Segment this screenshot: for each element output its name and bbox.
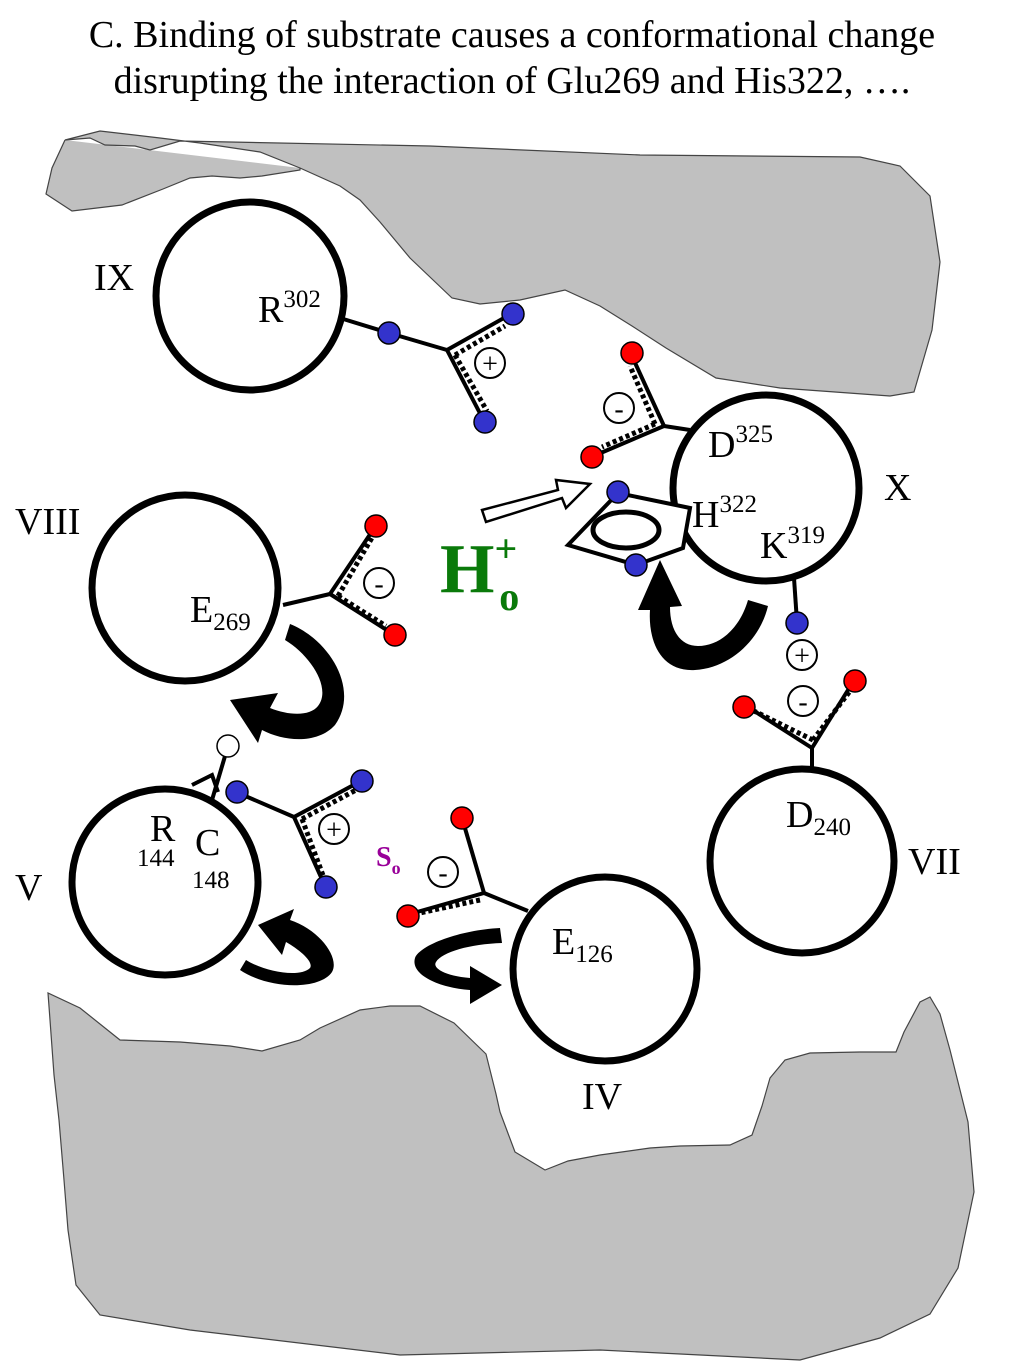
negative-charge-e126: [427, 856, 459, 888]
outside-proton-label: H+o: [440, 526, 519, 619]
negative-charge-e269: [363, 567, 395, 599]
nitrogen-atom: [225, 780, 249, 804]
charge-sign: -: [374, 569, 383, 600]
oxygen-atom: [450, 806, 474, 830]
oxygen-atom: [383, 623, 407, 647]
negative-charge-d325: [603, 392, 635, 424]
title-line-1: C. Binding of substrate causes a conform…: [88, 14, 936, 56]
positive-charge-r144: [318, 813, 350, 845]
helix-ix-circle: [152, 198, 348, 394]
charge-sign: -: [438, 858, 447, 889]
nitrogen-atom: [606, 480, 630, 504]
lower-protein-region: [47, 992, 975, 1361]
helix-iv-circle: [509, 873, 701, 1065]
residue-r302: R302: [258, 286, 321, 331]
positive-charge-r302: [474, 347, 506, 379]
outside-substrate-label: So: [376, 842, 401, 878]
proton-entry-arrow: [480, 478, 593, 524]
title-line-2: disrupting the interaction of Glu269 and…: [113, 60, 911, 102]
residue-d325: D325: [708, 421, 773, 466]
oxygen-atom: [364, 514, 388, 538]
residue-d240: D240: [786, 794, 851, 841]
curved-arrow-v: [240, 909, 334, 986]
nitrogen-atom: [314, 875, 338, 899]
helix-viii-circle: [88, 491, 282, 685]
nitrogen-atom: [377, 321, 401, 345]
residue-h322: H322: [692, 491, 757, 536]
helix-label-iv: IV: [582, 1076, 623, 1118]
positive-charge-k319: [786, 639, 818, 671]
helix-x-circle: [669, 391, 863, 585]
charge-sign: -: [798, 687, 807, 718]
cysteine-bond-marker: [191, 772, 220, 793]
oxygen-atom: [620, 341, 644, 365]
helix-label-ix: IX: [94, 257, 134, 299]
oxygen-atom: [396, 904, 420, 928]
helix-vii-circle: [706, 765, 898, 957]
figure-title: C. Binding of substrate causes a conform…: [0, 12, 1024, 104]
helix-v-circle: [68, 785, 262, 979]
nitrogen-atom: [473, 410, 497, 434]
oxygen-atom: [580, 445, 604, 469]
residue-c148-letter: C: [195, 822, 220, 864]
helix-label-vii: VII: [908, 841, 961, 883]
nitrogen-atom: [785, 611, 809, 635]
charge-sign: +: [794, 641, 810, 672]
helix-label-x: X: [884, 467, 911, 509]
curved-arrow-e269: [230, 624, 345, 743]
helix-label-v: V: [15, 867, 43, 909]
charge-sign: -: [614, 394, 623, 425]
negative-charge-d240: [787, 685, 819, 717]
residue-k319: K319: [760, 522, 825, 567]
residue-e126: E126: [552, 921, 613, 968]
atoms: [216, 302, 867, 928]
residue-r144-letter: R: [150, 808, 176, 850]
histidine-ring: [564, 490, 693, 568]
helix-label-viii: VIII: [15, 501, 80, 543]
charge-sign: +: [326, 815, 342, 846]
residue-e269: E269: [190, 589, 251, 636]
hydrogen-atom: [216, 734, 240, 758]
nitrogen-atom: [624, 553, 648, 577]
charge-sign: +: [482, 349, 498, 380]
curved-arrow-h322: [638, 560, 768, 671]
upper-protein-region: [45, 130, 941, 397]
oxygen-atom: [732, 695, 756, 719]
curved-arrow-e126: [414, 928, 502, 1004]
nitrogen-atom: [501, 302, 525, 326]
nitrogen-atom: [350, 769, 374, 793]
conformational-arrows: [230, 560, 768, 1004]
residue-c148-number: 148: [192, 867, 230, 894]
double-bond-lines: [409, 424, 814, 916]
oxygen-atom: [843, 669, 867, 693]
residue-r144-number: 144: [137, 845, 175, 872]
